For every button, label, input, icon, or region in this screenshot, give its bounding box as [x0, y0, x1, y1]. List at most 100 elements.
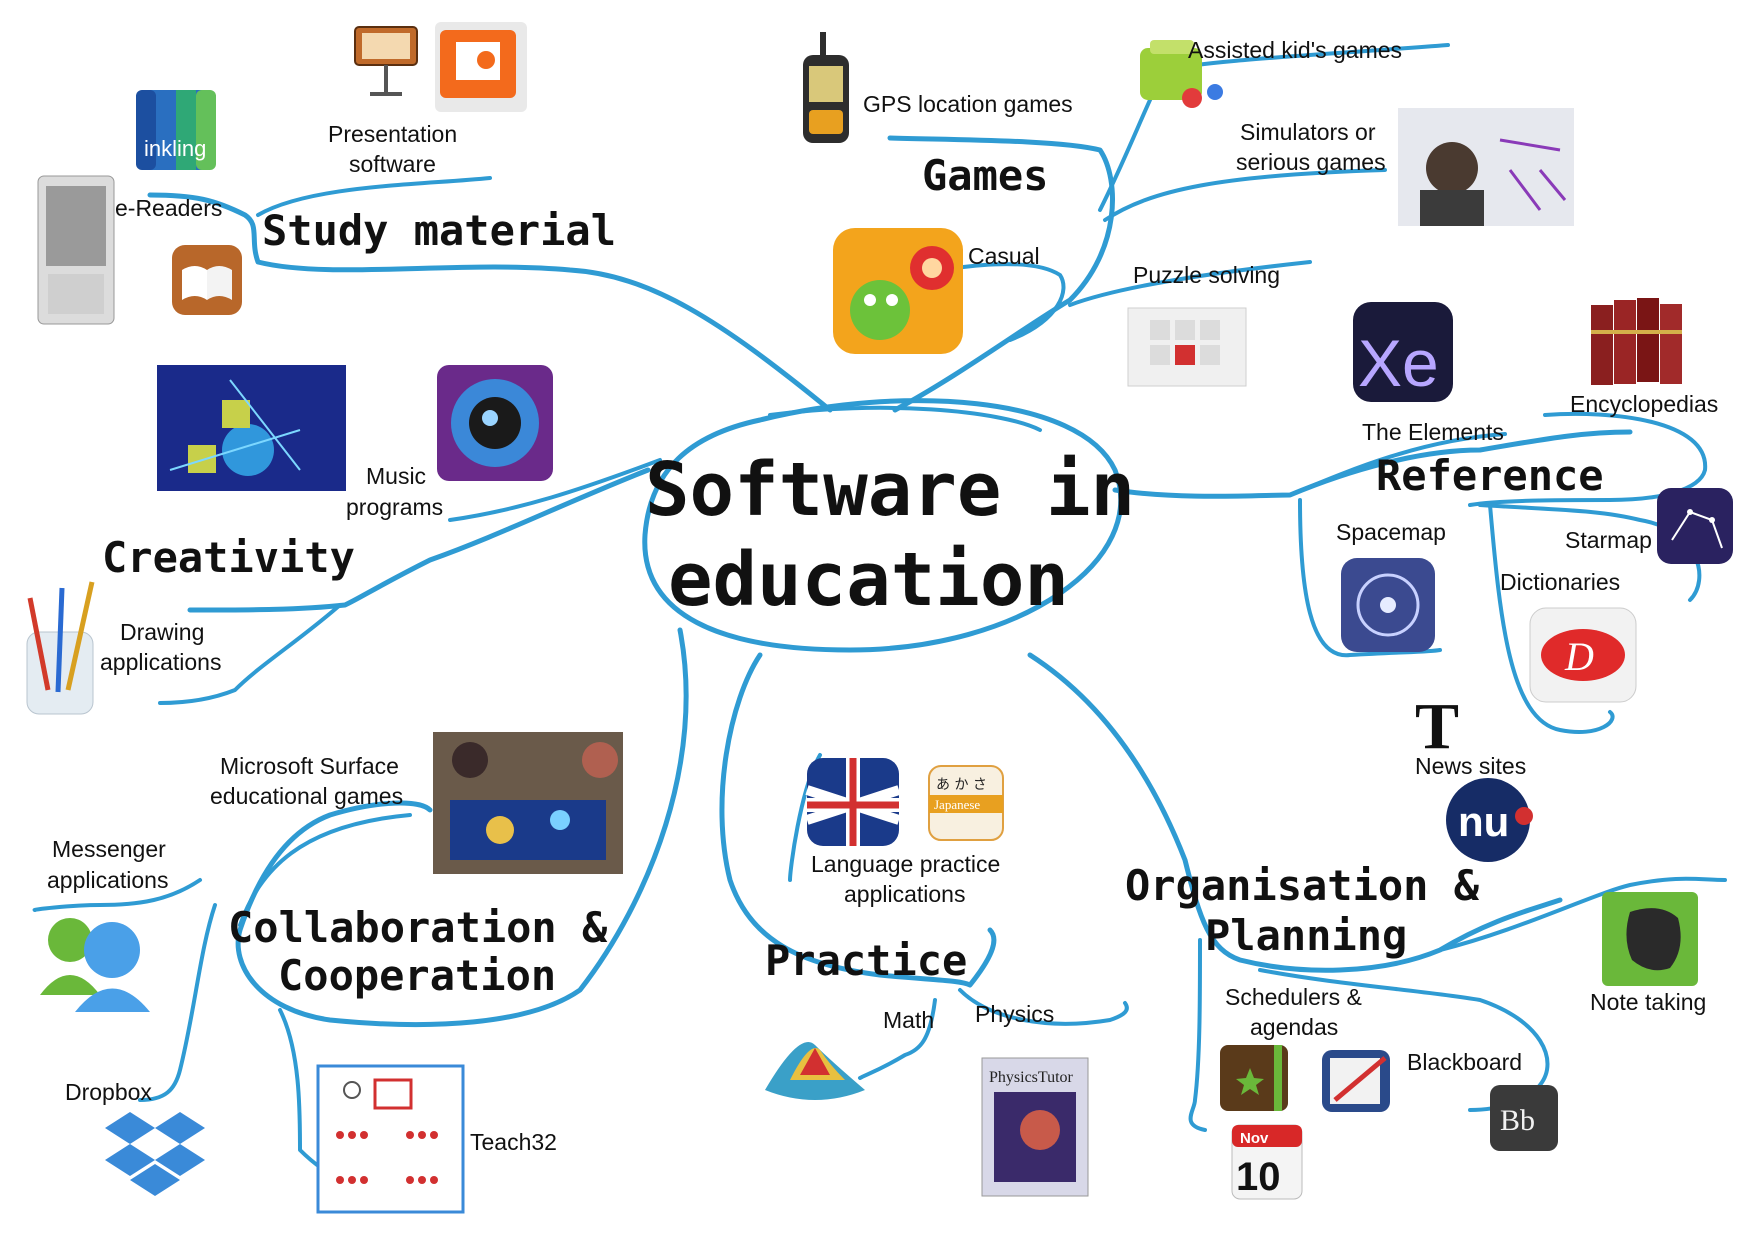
heading-reference: Reference — [1376, 451, 1604, 500]
branch-encyclopedias — [1468, 411, 1708, 507]
inkling-app-icon: inkling — [136, 90, 216, 170]
label-ereaders: e-Readers — [115, 195, 222, 221]
svg-text:10: 10 — [1236, 1155, 1281, 1199]
label-schedulers-1: Schedulers & — [1225, 984, 1362, 1010]
calendar-icon: Nov 10 — [1231, 1124, 1303, 1200]
heading-creativity: Creativity — [102, 533, 355, 582]
label-music-1: Music — [366, 463, 426, 489]
branch-organisation — [1027, 652, 1563, 973]
blackboard-icon: Bb — [1490, 1085, 1558, 1151]
label-simulators-2: serious games — [1236, 149, 1386, 175]
simulator-photo-icon — [1398, 108, 1574, 226]
japanese-app-icon: あ か さ Japanese — [928, 765, 1004, 841]
branch-elements — [1288, 432, 1507, 497]
label-music-2: programs — [346, 494, 443, 520]
branch-starmap — [1478, 503, 1702, 602]
svg-text:Japanese: Japanese — [934, 797, 980, 812]
branch-casual — [953, 262, 1066, 342]
branch-study-material — [147, 192, 833, 413]
label-language-2: applications — [844, 881, 965, 907]
nu-icon: nu — [1446, 778, 1533, 862]
music-app-icon — [437, 365, 553, 481]
label-dictionaries: Dictionaries — [1500, 569, 1620, 595]
branch-notes — [1438, 876, 1727, 952]
label-presentation-1: Presentation — [328, 121, 457, 147]
cut-the-rope-icon — [833, 228, 963, 354]
branch-physics — [958, 988, 1129, 1026]
powerpoint-icon — [435, 22, 527, 112]
label-presentation-2: software — [349, 151, 436, 177]
branch-dictionaries — [1488, 503, 1615, 734]
branch-messenger — [32, 878, 202, 912]
svg-text:D: D — [1564, 634, 1594, 679]
dictionary-icon: D — [1529, 607, 1637, 703]
starmap-icon — [1657, 488, 1733, 564]
puzzle-icon — [1127, 307, 1247, 387]
label-drawing-1: Drawing — [120, 619, 204, 645]
brushes-jar-icon — [26, 581, 95, 715]
keynote-icon — [354, 26, 418, 96]
center-ellipse — [642, 398, 1124, 653]
ibooks-icon — [172, 245, 242, 315]
heading-organisation-line1: Organisation & — [1125, 861, 1480, 910]
svg-text:Bb: Bb — [1500, 1104, 1535, 1137]
label-surface-1: Microsoft Surface — [220, 753, 399, 779]
branch-reference — [1112, 429, 1633, 499]
branch-lines — [32, 43, 1727, 1192]
branch-dropbox — [138, 903, 217, 1102]
label-physics: Physics — [975, 1001, 1054, 1027]
branch-creativity — [187, 467, 651, 613]
label-drawing-2: applications — [100, 649, 221, 675]
branch-schedulers — [1188, 938, 1207, 1132]
spacemap-icon — [1341, 558, 1435, 652]
teach32-classroom-icon — [316, 1064, 465, 1214]
branch-math — [858, 998, 937, 1080]
label-starmap: Starmap — [1565, 527, 1652, 553]
svg-text:nu: nu — [1458, 798, 1509, 845]
branch-presentation — [256, 176, 492, 217]
svg-text:Nov: Nov — [1240, 1130, 1269, 1147]
svg-text:PhysicsTutor: PhysicsTutor — [989, 1069, 1074, 1086]
heading-collaboration-line2: Cooperation — [278, 951, 556, 1000]
heading-study-material: Study material — [262, 206, 616, 255]
label-messenger-1: Messenger — [52, 836, 166, 862]
surface-table-photo-icon — [433, 732, 623, 874]
elements-xe-icon: Xe — [1353, 302, 1453, 402]
label-surface-2: educational games — [210, 783, 403, 809]
heading-games: Games — [922, 151, 1048, 200]
svg-text:Xe: Xe — [1358, 326, 1439, 400]
branch-simulators — [1103, 168, 1387, 222]
notepad-pen-icon — [1322, 1050, 1390, 1112]
center-title-line2: education — [668, 537, 1069, 623]
branch-surface — [238, 813, 412, 927]
label-notes: Note taking — [1590, 989, 1706, 1015]
label-blackboard: Blackboard — [1407, 1049, 1522, 1075]
label-puzzle: Puzzle solving — [1133, 262, 1280, 288]
label-gps: GPS location games — [863, 91, 1073, 117]
label-simulators-1: Simulators or — [1240, 119, 1376, 145]
uk-flag-app-icon — [805, 758, 901, 846]
branch-practice — [719, 652, 997, 988]
center-ellipse-inner — [768, 405, 1042, 432]
label-language-1: Language practice — [811, 851, 1000, 877]
nyt-icon: T — [1415, 690, 1459, 763]
label-casual: Casual — [968, 243, 1040, 269]
gps-device-icon — [803, 32, 849, 143]
label-encyclopedias: Encyclopedias — [1570, 391, 1718, 417]
encyclopedia-books-icon — [1591, 298, 1682, 385]
kids-toy-icon — [1140, 40, 1223, 108]
reactable-photo-icon — [157, 365, 346, 491]
label-schedulers-2: agendas — [1250, 1014, 1338, 1040]
center-title-line1: Software in — [645, 447, 1135, 533]
label-messenger-2: applications — [47, 867, 168, 893]
branch-collaboration — [235, 627, 689, 1028]
physics-tutor-box-icon: PhysicsTutor — [981, 1057, 1089, 1197]
label-dropbox: Dropbox — [65, 1079, 152, 1105]
heading-organisation-line2: Planning — [1205, 911, 1407, 960]
agenda-book-icon — [1220, 1045, 1288, 1111]
label-teach32: Teach32 — [470, 1129, 557, 1155]
label-math: Math — [883, 1007, 934, 1033]
evernote-icon — [1602, 892, 1698, 986]
svg-text:T: T — [1415, 690, 1459, 763]
branch-puzzle — [1068, 260, 1312, 307]
